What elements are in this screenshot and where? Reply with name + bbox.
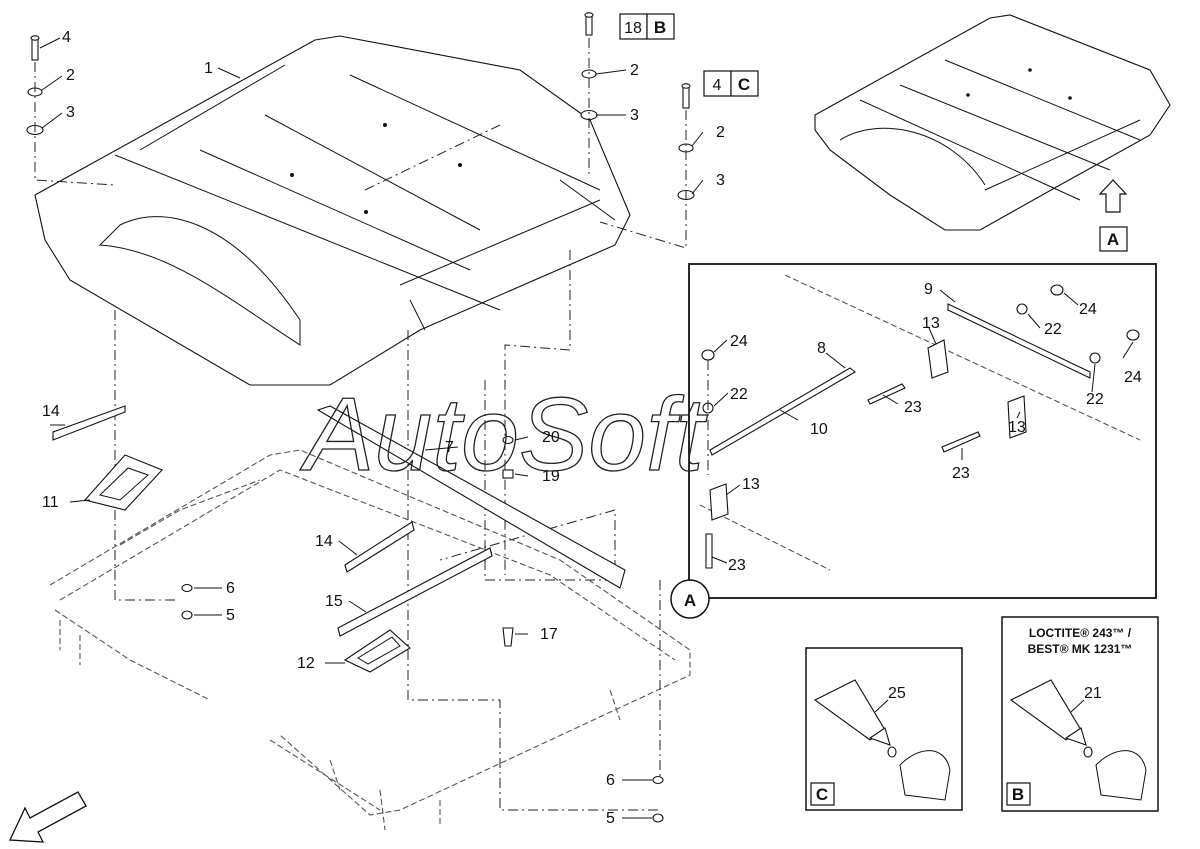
ref18-letter: B [654, 18, 666, 37]
callout-labels: 1 4 2 3 2 3 2 3 14 11 6 5 7 20 19 14 15 … [42, 29, 1142, 827]
callout-23: 23 [728, 557, 746, 574]
detail-a-marker-label: A [684, 591, 696, 610]
projection-line [407, 330, 660, 811]
callout-9: 9 [924, 281, 933, 298]
panel-b-label: B [1012, 785, 1024, 804]
callout-13: 13 [922, 315, 940, 332]
bracket-11 [83, 454, 163, 511]
view-arrow-icon [1098, 179, 1128, 213]
callout-13: 13 [742, 476, 760, 493]
fastener-stack-mid [580, 12, 598, 175]
callout-3: 3 [716, 172, 725, 189]
roof-panel [34, 35, 631, 386]
detail-a-marker [670, 579, 710, 619]
ref18-number: 18 [624, 20, 642, 37]
adhesive-bottle-icon [813, 679, 951, 801]
callout-19: 19 [542, 468, 560, 485]
callout-22: 22 [1044, 321, 1062, 338]
strip-7 [316, 405, 626, 589]
adhesive-panel-b: LOCTITE® 243™ / BEST® MK 1231™ B [1001, 616, 1159, 812]
bracket-12 [343, 629, 411, 673]
callout-11: 11 [42, 494, 59, 511]
projection-line [364, 124, 501, 191]
adhesive-note-line2: BEST® MK 1231™ [1028, 642, 1133, 656]
callout-4: 4 [62, 29, 71, 46]
callout-1: 1 [204, 60, 213, 77]
direction-arrow-icon [9, 791, 87, 843]
callout-5: 5 [226, 607, 235, 624]
callout-3: 3 [630, 107, 639, 124]
callout-24: 24 [730, 333, 748, 350]
view-a-label-box [1099, 226, 1128, 252]
ref4-letter: C [738, 75, 750, 94]
callout-14: 14 [315, 533, 333, 550]
ref-box-18-b: 18 B [619, 13, 675, 40]
callout-2: 2 [716, 124, 725, 141]
callout-20: 20 [542, 429, 560, 446]
callout-22: 22 [1086, 391, 1104, 408]
callout-25: 25 [888, 685, 906, 702]
fastener-stack-right [599, 83, 695, 249]
view-a-label: A [1107, 230, 1119, 249]
ref-box-4-c: 4 C [703, 70, 759, 97]
nut-5-6-left [181, 583, 193, 620]
adhesive-panel-c: C [805, 647, 963, 811]
strip-14-lower [344, 521, 415, 573]
callout-5: 5 [606, 810, 615, 827]
callout-6: 6 [606, 772, 615, 789]
callout-8: 8 [817, 340, 826, 357]
callout-2: 2 [630, 62, 639, 79]
projection-line [504, 250, 571, 575]
callout-22: 22 [730, 386, 748, 403]
callout-24: 24 [1079, 301, 1097, 318]
adhesive-bottle-icon [1009, 679, 1147, 801]
strip-15 [337, 547, 493, 637]
callout-2: 2 [66, 67, 75, 84]
callout-6: 6 [226, 580, 235, 597]
nut-5-6-right [652, 775, 664, 823]
callout-23: 23 [904, 399, 922, 416]
callout-13: 13 [1008, 419, 1026, 436]
callout-15: 15 [325, 593, 343, 610]
callout-3: 3 [66, 104, 75, 121]
callout-14: 14 [42, 403, 60, 420]
view-a-roof-panel [814, 14, 1171, 231]
panel-c-label: C [816, 785, 828, 804]
callout-17: 17 [540, 626, 558, 643]
callout-21: 21 [1084, 685, 1102, 702]
fastener-stack-left [26, 35, 116, 186]
callout-24: 24 [1124, 369, 1142, 386]
callout-23: 23 [952, 465, 970, 482]
leader-lines [39, 37, 1134, 819]
roof-frame [49, 449, 691, 831]
adhesive-note-line1: LOCTITE® 243™ / [1029, 626, 1132, 640]
watermark: AutoSoft [299, 377, 708, 493]
callout-10: 10 [810, 421, 828, 438]
callout-12: 12 [297, 655, 315, 672]
parts-17-19-20 [502, 435, 514, 647]
ref4-number: 4 [713, 77, 722, 94]
callout-7: 7 [445, 439, 454, 456]
strip-14-upper [52, 405, 126, 441]
projection-line [114, 310, 175, 601]
